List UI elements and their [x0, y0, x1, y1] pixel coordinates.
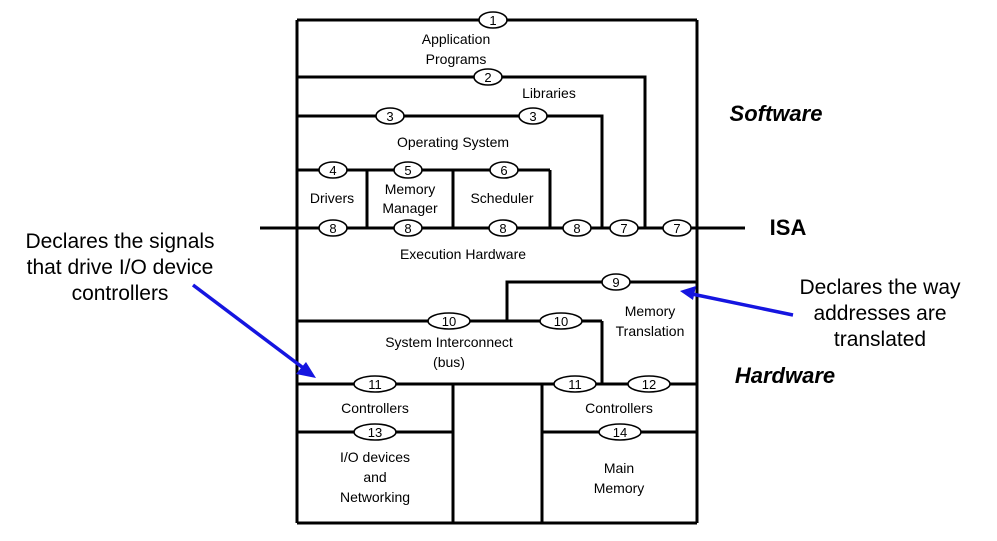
- svg-text:6: 6: [500, 163, 507, 178]
- interface-badge-10a: 10: [427, 312, 471, 330]
- controllers-right-label: Controllers: [585, 400, 653, 416]
- memory-translation-label-line1: Memory: [625, 303, 676, 319]
- right-annotation-line3: translated: [834, 328, 926, 351]
- interface-badge-1: 1: [478, 11, 508, 29]
- layer-labels: Application Programs Libraries Operating…: [310, 31, 685, 505]
- io-devices-label-line2: and: [363, 469, 386, 485]
- main-memory-label-line1: Main: [604, 460, 634, 476]
- svg-text:10: 10: [554, 314, 568, 329]
- svg-text:3: 3: [386, 109, 393, 124]
- svg-text:8: 8: [499, 221, 506, 236]
- left-annotation-line1: Declares the signals: [25, 230, 214, 253]
- memory-manager-label-line2: Manager: [382, 200, 438, 216]
- svg-text:3: 3: [529, 109, 536, 124]
- interface-badge-9: 9: [601, 273, 631, 291]
- interface-badge-12: 12: [627, 375, 671, 393]
- svg-text:7: 7: [620, 221, 627, 236]
- right-annotation-line2: addresses are: [813, 302, 946, 325]
- interface-badge-8d: 8: [562, 219, 592, 237]
- operating-system-label: Operating System: [397, 134, 509, 150]
- interface-badge-2: 2: [473, 68, 503, 86]
- execution-hardware-label: Execution Hardware: [400, 246, 526, 262]
- svg-text:2: 2: [484, 70, 491, 85]
- interface-badge-3a: 3: [375, 107, 405, 125]
- interface-badge-6: 6: [489, 161, 519, 179]
- left-annotation: Declares the signals that drive I/O devi…: [25, 230, 214, 305]
- right-annotation: Declares the way addresses are translate…: [799, 276, 961, 351]
- software-label: Software: [730, 101, 823, 126]
- diagram-lines: [260, 18, 745, 525]
- main-memory-label-line2: Memory: [594, 480, 645, 496]
- interface-badge-8c: 8: [488, 219, 518, 237]
- interface-badge-13: 13: [353, 423, 397, 441]
- interface-badge-8b: 8: [393, 219, 423, 237]
- svg-text:11: 11: [368, 377, 382, 392]
- io-devices-label-line1: I/O devices: [340, 449, 410, 465]
- svg-text:5: 5: [404, 163, 411, 178]
- svg-text:8: 8: [573, 221, 580, 236]
- memory-manager-label-line1: Memory: [385, 181, 436, 197]
- svg-text:8: 8: [329, 221, 336, 236]
- memory-translation-label-line2: Translation: [616, 323, 685, 339]
- svg-text:11: 11: [568, 377, 582, 392]
- right-arrow: [680, 286, 794, 317]
- svg-text:10: 10: [442, 314, 456, 329]
- left-arrow: [191, 283, 316, 378]
- application-programs-label-line2: Programs: [426, 51, 487, 67]
- svg-text:12: 12: [642, 377, 656, 392]
- interface-badge-4: 4: [318, 161, 348, 179]
- interface-badge-5: 5: [393, 161, 423, 179]
- left-annotation-line2: that drive I/O device: [27, 256, 214, 279]
- interface-badge-10b: 10: [539, 312, 583, 330]
- application-programs-label-line1: Application: [422, 31, 491, 47]
- isa-label: ISA: [770, 215, 807, 240]
- system-interconnect-label-line1: System Interconnect: [385, 334, 513, 350]
- io-devices-label-line3: Networking: [340, 489, 410, 505]
- interface-badge-11b: 11: [553, 375, 597, 393]
- hardware-label: Hardware: [735, 363, 835, 388]
- interface-badge-14: 14: [598, 423, 642, 441]
- interface-badge-7b: 7: [662, 219, 692, 237]
- libraries-label: Libraries: [522, 85, 576, 101]
- svg-text:7: 7: [673, 221, 680, 236]
- interface-badges: 1 2 3 3 4 5 6 7 7 8 8 8 8 9 10 10 11 11 …: [318, 11, 692, 441]
- scheduler-label: Scheduler: [470, 190, 533, 206]
- drivers-label: Drivers: [310, 190, 354, 206]
- svg-text:14: 14: [613, 425, 627, 440]
- system-interconnect-label-line2: (bus): [433, 354, 465, 370]
- svg-text:8: 8: [404, 221, 411, 236]
- svg-text:9: 9: [612, 275, 619, 290]
- interface-badge-7a: 7: [609, 219, 639, 237]
- left-annotation-line3: controllers: [72, 282, 169, 305]
- right-annotation-line1: Declares the way: [799, 276, 961, 299]
- interface-badge-3b: 3: [518, 107, 548, 125]
- svg-text:13: 13: [368, 425, 382, 440]
- controllers-left-label: Controllers: [341, 400, 409, 416]
- interface-badge-11a: 11: [353, 375, 397, 393]
- svg-text:1: 1: [489, 13, 496, 28]
- svg-text:4: 4: [329, 163, 336, 178]
- interface-badge-8a: 8: [318, 219, 348, 237]
